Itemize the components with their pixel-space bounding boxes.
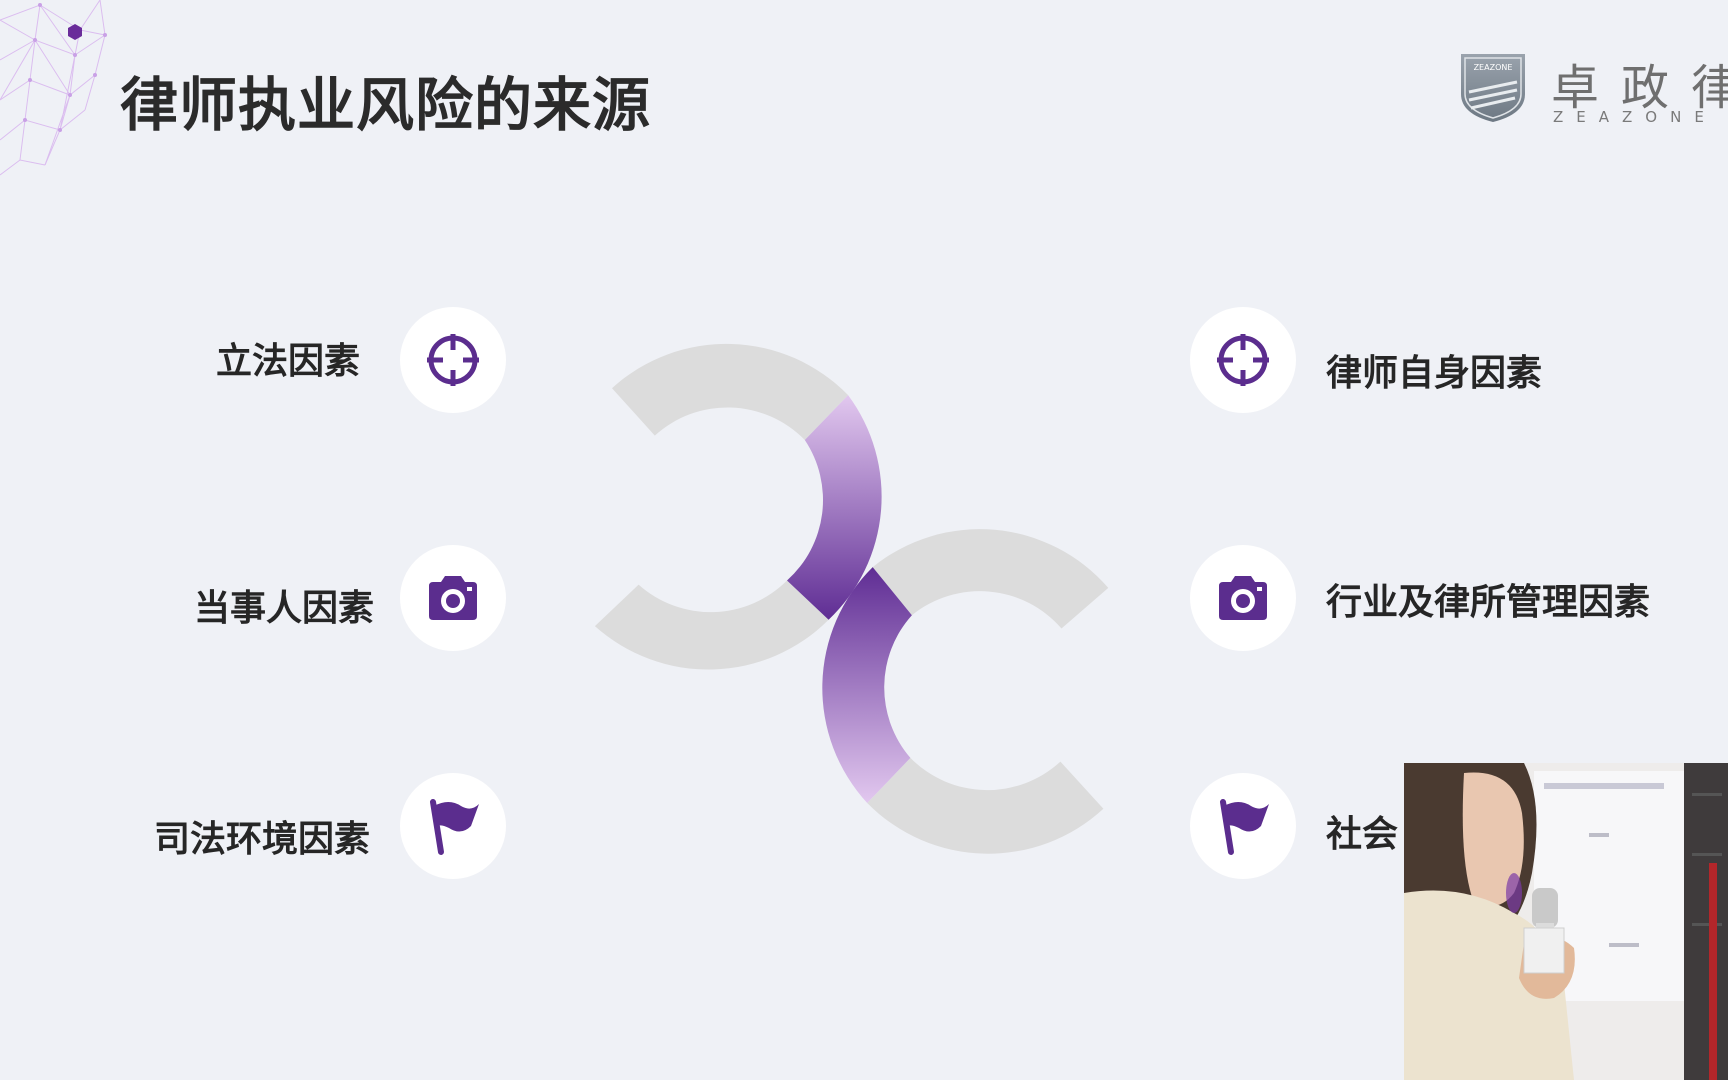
camera-icon — [429, 576, 477, 620]
network-globe-decoration — [0, 0, 107, 176]
item-label-legislation: 立法因素 — [215, 341, 360, 382]
flag-icon — [1220, 799, 1269, 855]
left-ring-bottom-arc — [594, 580, 829, 670]
item-circle-society — [1190, 773, 1296, 879]
camera-icon — [1219, 576, 1267, 620]
right-ring-bottom-arc — [867, 757, 1104, 854]
slide-title: 律师执业风险的来源 — [120, 71, 652, 139]
item-circle-lawyer-self — [1190, 307, 1296, 413]
target-icon — [1217, 334, 1269, 386]
logo-name-cn: 卓政律 — [1551, 60, 1728, 116]
item-circle-industry — [1190, 545, 1296, 651]
item-label-society: 社会 — [1326, 814, 1399, 855]
flag-icon — [430, 799, 479, 855]
item-label-judicial: 司法环境因素 — [153, 819, 370, 860]
interlocking-arcs-graphic — [594, 343, 1109, 854]
presenter-video-frame — [1404, 763, 1728, 1080]
presenter-webcam-overlay — [1404, 763, 1728, 1080]
item-label-client: 当事人因素 — [193, 588, 374, 629]
left-ring-top-arc — [612, 343, 849, 440]
shield-logo-icon: ZEAZONE — [1461, 54, 1525, 122]
item-label-industry: 行业及律所管理因素 — [1326, 582, 1651, 623]
item-circle-legislation — [400, 307, 506, 413]
right-ring-top-arc — [872, 529, 1109, 629]
left-ring-purple-arc — [787, 395, 882, 620]
logo-badge-text: ZEAZONE — [1474, 63, 1513, 72]
item-circle-client — [400, 545, 506, 651]
zeazone-logo: ZEAZONE 卓政律 ZEAZONE LAW — [1455, 52, 1728, 132]
item-label-lawyer-self: 律师自身因素 — [1326, 353, 1543, 394]
right-ring-purple-arc — [822, 567, 912, 803]
logo-name-en: ZEAZONE LAW — [1553, 108, 1728, 126]
target-icon — [427, 334, 479, 386]
item-circle-judicial — [400, 773, 506, 879]
